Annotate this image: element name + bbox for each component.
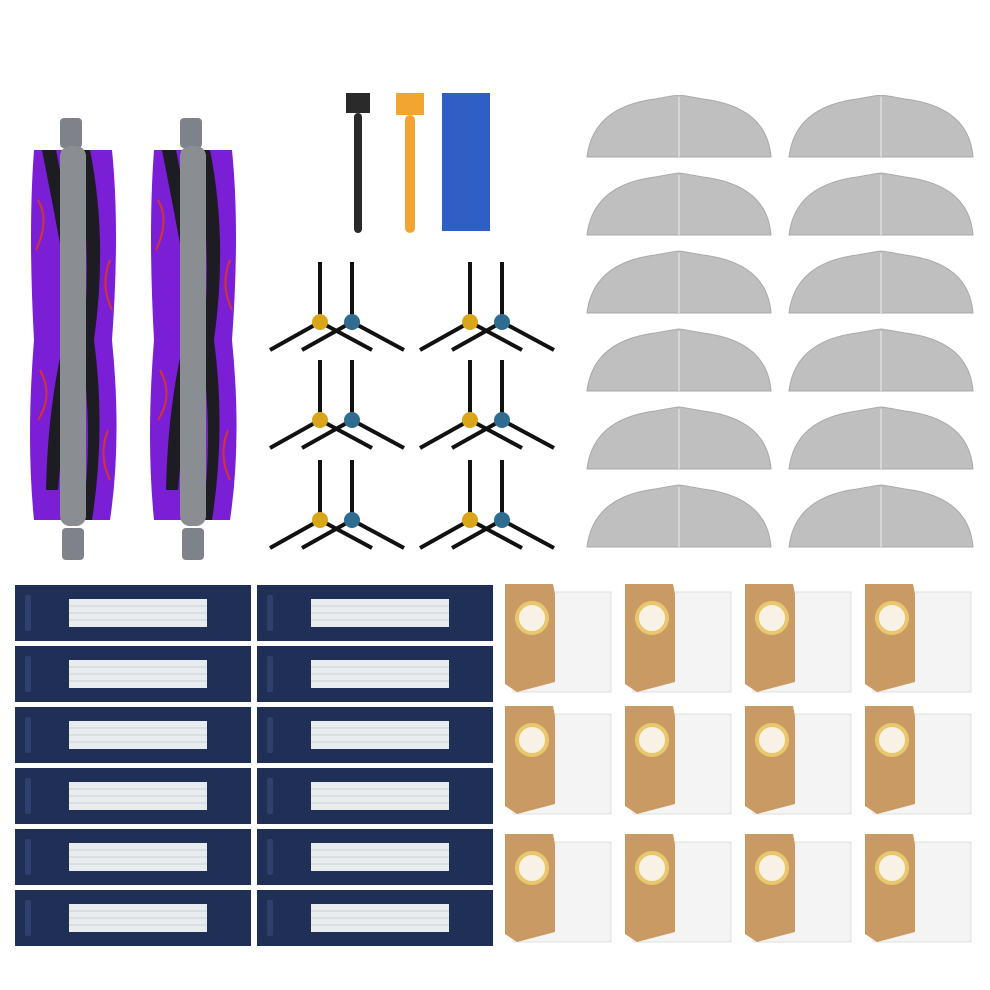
dust-bag-icon [863,704,973,816]
roller-brush-group [20,110,250,570]
mop-pad-icon [586,484,772,548]
side-brush-icon [300,358,406,450]
mop-pad-icon [788,406,974,470]
mop-pad-icon [586,328,772,392]
hepa-filter-icon [15,828,252,886]
dust-bag-icon [623,704,733,816]
hepa-filter-icon [15,585,252,642]
mop-pad-icon [586,250,772,314]
dust-bag-icon [863,582,973,694]
roller-brush-icon [29,117,118,561]
hepa-filter-icon [256,585,494,642]
orange-cleaning-brush-icon [396,93,424,233]
side-brush-icon [268,358,374,450]
hepa-filter-icon [15,767,252,825]
side-brush-icon [418,260,524,352]
dust-bag-grid [505,580,975,955]
cleaning-tools-group [330,88,500,243]
dust-bag-icon [743,832,853,944]
dust-bag-icon [743,704,853,816]
mop-pad-grid [585,95,980,560]
black-cleaning-brush-icon [346,93,370,233]
mop-pad-icon [788,250,974,314]
mop-pad-icon [586,406,772,470]
dust-bag-icon [505,704,613,816]
dust-bag-icon [623,832,733,944]
hepa-filter-icon [15,889,252,947]
hepa-filter-icon [256,889,494,947]
side-brush-icon [450,358,556,450]
roller-brush-icon [149,117,238,561]
mop-pad-icon [586,95,772,158]
side-brush-icon [268,458,374,550]
side-brush-icon [418,358,524,450]
mop-pad-icon [788,172,974,236]
dust-bag-icon [505,582,613,694]
mop-pad-icon [788,328,974,392]
side-brush-icon [300,458,406,550]
side-brush-icon [418,458,524,550]
side-brush-grid [260,250,570,560]
hepa-filter-icon [15,706,252,764]
dust-bag-icon [505,832,613,944]
side-brush-icon [300,260,406,352]
side-brush-icon [450,458,556,550]
hepa-filter-icon [256,645,494,703]
hepa-filter-grid [15,585,495,955]
hepa-filter-icon [15,645,252,703]
dust-bag-icon [623,582,733,694]
blue-comb-cutter-icon [442,93,490,231]
mop-pad-icon [788,484,974,548]
mop-pad-icon [586,172,772,236]
dust-bag-icon [743,582,853,694]
dust-bag-icon [863,832,973,944]
side-brush-icon [268,260,374,352]
hepa-filter-icon [256,767,494,825]
mop-pad-icon [788,95,974,158]
side-brush-icon [450,260,556,352]
hepa-filter-icon [256,706,494,764]
hepa-filter-icon [256,828,494,886]
